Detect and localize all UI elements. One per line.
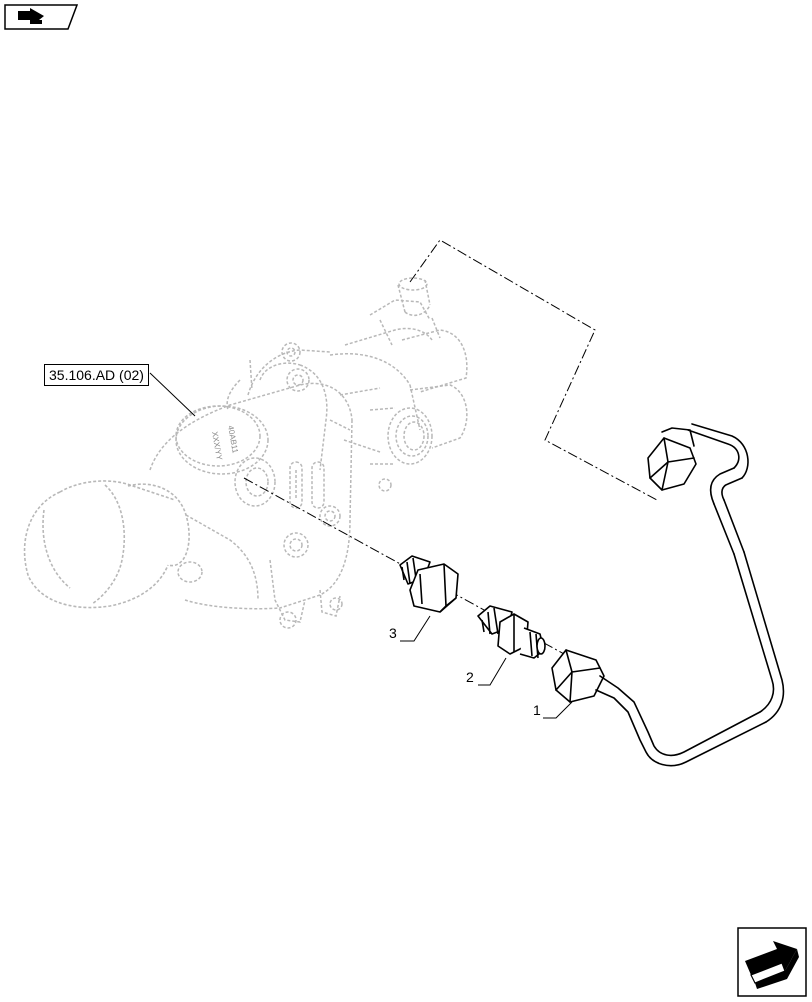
pipe-routing-line: [409, 239, 658, 501]
callout-1: 1: [533, 702, 541, 718]
ghost-valve-body: [149, 277, 468, 629]
callout-leaders: [149, 372, 573, 719]
valve-marking-line1: XXX/YY: [210, 431, 224, 462]
valve-marking-line2: 40AB11: [226, 425, 240, 455]
part-3-adapter: [399, 555, 459, 613]
valve-plug-markings: XXX/YY 40AB11: [210, 425, 240, 462]
callout-3: 3: [389, 625, 397, 641]
return-to-section-icon[interactable]: [4, 4, 79, 30]
part-1-pipe-assembly: [551, 423, 785, 767]
callout-2: 2: [466, 669, 474, 685]
ghost-elbow-fitting: [23, 480, 190, 609]
reference-section-label[interactable]: 35.106.AD (02): [44, 364, 149, 386]
next-page-arrow-icon[interactable]: [737, 927, 807, 997]
part-2-union: [477, 605, 546, 659]
